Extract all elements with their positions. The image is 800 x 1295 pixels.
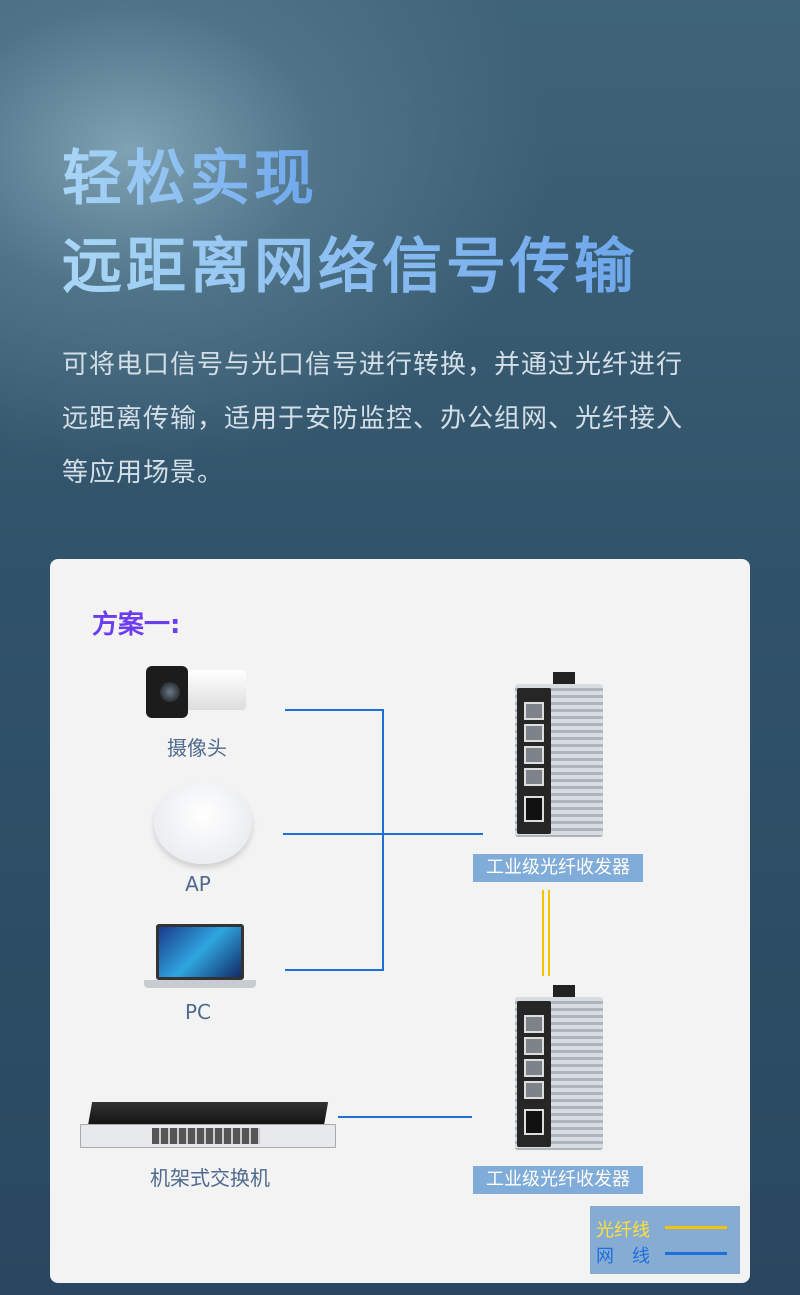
ap-label: AP [185,872,211,896]
fiber-converter-bottom-image [515,985,603,1150]
fiber-converter-top-image [515,672,603,837]
ap-cable [283,833,483,835]
pc-cable [285,969,384,971]
switch-cable [338,1116,472,1118]
ap-image [154,782,252,864]
converter-top-label: 工业级光纤收发器 [473,854,643,882]
legend-network-label: 网 线 [596,1246,650,1267]
laptop-image [144,924,256,990]
plan-label: 方案一: [92,610,181,640]
headline-line2: 远距离网络信号传输 [62,218,638,305]
converter-bottom-label: 工业级光纤收发器 [473,1166,643,1194]
fiber-cable-2 [548,890,550,976]
rack-switch-image [80,1102,336,1148]
camera-label: 摄像头 [167,736,227,760]
pc-label: PC [184,1000,212,1024]
legend: 光纤线 网 线 [590,1206,740,1274]
trunk-cable [382,709,384,971]
legend-fiber-swatch [665,1226,727,1229]
camera-image [146,666,246,720]
camera-cable [285,709,384,711]
description: 可将电口信号与光口信号进行转换，并通过光纤进行远距离传输，适用于安防监控、办公组… [62,350,684,488]
legend-network-swatch [665,1252,727,1255]
headline-line1: 轻松实现 [62,130,318,217]
legend-fiber-label: 光纤线 [596,1220,650,1241]
switch-label: 机架式交换机 [150,1166,270,1190]
fiber-cable-1 [542,890,544,976]
